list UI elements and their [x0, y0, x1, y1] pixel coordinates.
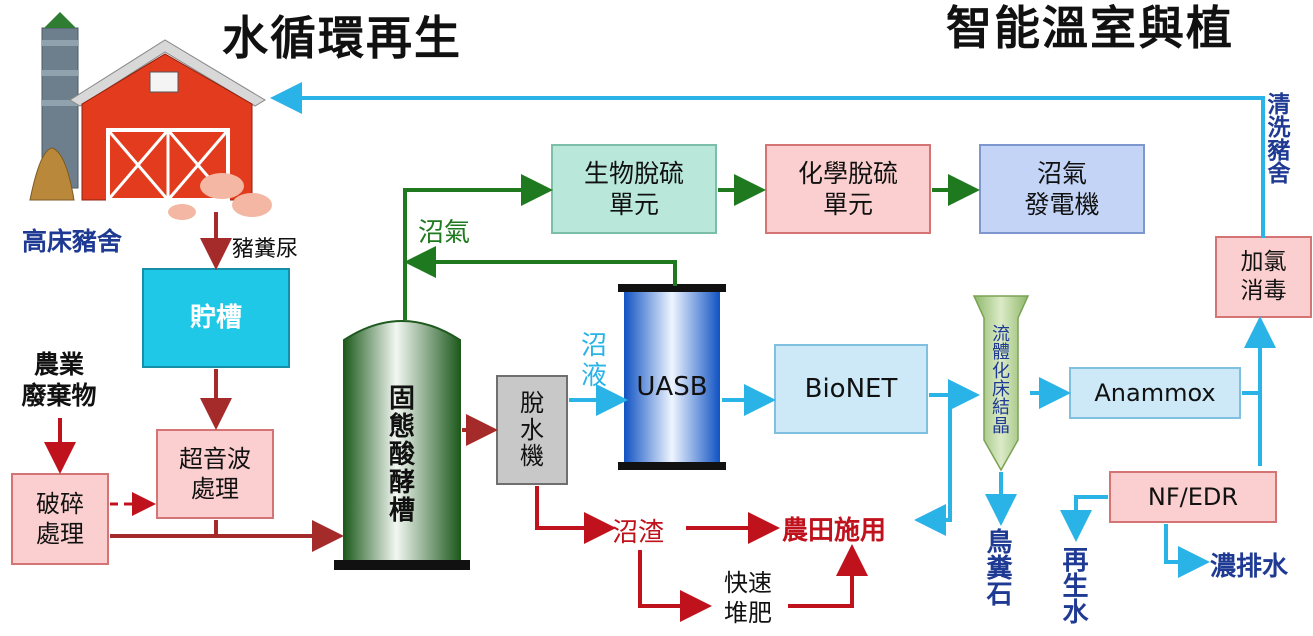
compost-to-field — [788, 544, 868, 608]
digestate-label: 沼 液 — [580, 331, 607, 391]
tank-label: 貯槽 — [189, 302, 242, 333]
sludge-to-compost — [638, 550, 712, 622]
bionet-label: BioNET — [804, 373, 898, 404]
biogas-line-1 — [403, 174, 553, 320]
fluid-bed-column — [972, 295, 1030, 472]
anammox-label: Anammox — [1094, 379, 1216, 407]
biogas-line-2 — [404, 246, 677, 286]
uasb-label: UASB — [636, 371, 708, 402]
bionet-box — [774, 344, 928, 434]
brine-label: 濃排水 — [1210, 552, 1289, 582]
uasb-reactor — [618, 284, 726, 470]
digester-tank — [334, 320, 470, 570]
barn-label: 高床豬舍 — [22, 227, 123, 256]
chlorination-box — [1215, 236, 1312, 318]
ultrasonic-label: 超音波 處理 — [179, 445, 251, 503]
crushing-label: 破碎 處理 — [36, 490, 84, 548]
barn-window — [149, 71, 179, 93]
digester-label: 固 態 酸 酵 槽 — [388, 383, 415, 527]
wash-label: 清洗豬舍 — [1263, 92, 1289, 184]
chem-desulf-label: 化學脫硫 單元 — [797, 158, 898, 219]
fluid-bed-label: 流 體 化 床 結 晶 — [992, 323, 1010, 437]
agri-waste-label: 農業 廢棄物 — [21, 349, 97, 410]
barn-illustration — [29, 12, 272, 220]
pig — [200, 173, 244, 199]
biogas-label: 沼氣 — [418, 218, 471, 248]
dewater-label: 脫 水 機 — [520, 388, 544, 471]
bionet-to-field — [914, 395, 952, 536]
title-right: 智能溫室與植 — [946, 1, 1234, 55]
return-line — [270, 82, 1265, 238]
reclaimed-label: 再生水 — [1058, 546, 1088, 624]
chlorination-label: 加氯 消毒 — [1240, 249, 1287, 304]
hay — [29, 147, 75, 201]
nf-edr-label: NF/EDR — [1147, 483, 1239, 511]
sludge-label: 沼渣 — [612, 518, 665, 548]
field-label: 農田施用 — [782, 516, 887, 546]
manure-label: 豬糞尿 — [232, 237, 299, 262]
bio-desulf-label: 生物脫硫 單元 — [583, 158, 684, 219]
tank-box — [142, 268, 290, 368]
title-left: 水循環再生 — [222, 11, 462, 65]
bio-desulf-box — [551, 144, 717, 234]
guano-label: 鳥糞石 — [982, 528, 1012, 606]
dewater-box — [496, 375, 568, 485]
generator-box — [979, 144, 1145, 234]
nf-to-brine — [1164, 524, 1210, 578]
crushing-box — [11, 473, 109, 565]
chem-desulf-box — [765, 144, 931, 234]
nf-to-reclaimed — [1060, 495, 1108, 542]
generator-label: 沼氣 發電機 — [1024, 158, 1100, 219]
ultrasonic-box — [156, 429, 274, 519]
compost-label: 快速 堆肥 — [724, 569, 772, 627]
nf-edr-box — [1109, 471, 1277, 523]
dewater-to-sludge — [535, 486, 616, 544]
